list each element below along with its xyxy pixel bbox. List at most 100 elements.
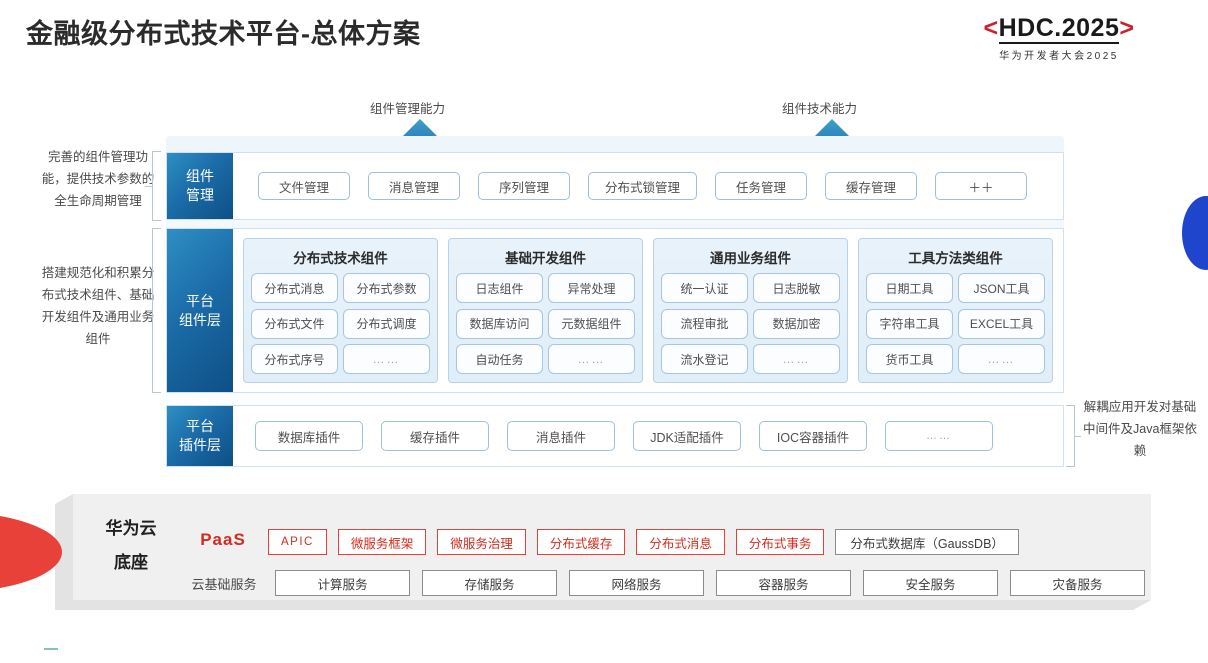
hdc-logo-main: <HDC.2025>: [924, 14, 1194, 44]
infra-item-network[interactable]: 网络服务: [569, 570, 704, 596]
infra-item-compute[interactable]: 计算服务: [275, 570, 410, 596]
chip-sequence-management[interactable]: 序列管理: [478, 172, 570, 200]
paas-item-distributed-database[interactable]: 分布式数据库（GaussDB）: [835, 529, 1019, 555]
group-grid-utility-methods: 日期工具 JSON工具 字符串工具 EXCEL工具 货币工具 ……: [866, 273, 1045, 375]
infra-item-container[interactable]: 容器服务: [716, 570, 851, 596]
layer-label-line1: 平台: [186, 292, 214, 309]
chip-distributed-schedule[interactable]: 分布式调度: [343, 308, 430, 339]
chip-add-more[interactable]: ＋＋: [935, 172, 1028, 200]
paas-item-distributed-transaction[interactable]: 分布式事务: [735, 529, 825, 555]
group-common-business: 通用业务组件 统一认证 日志脱敏 流程审批 数据加密 流水登记 ……: [653, 238, 848, 383]
brace-tick-left-mid: [145, 310, 152, 311]
note-left-mid: 搭建规范化和积累分布式技术组件、基础开发组件及通用业务组件: [41, 266, 155, 346]
layer-platform-component: 平台 组件层 分布式技术组件 分布式消息 分布式参数 分布式文件 分布式调度 分…: [166, 228, 1064, 393]
hdc-logo-subtitle: 华为开发者大会2025: [999, 51, 1119, 62]
cloud-base-title-line1: 华为云: [105, 519, 157, 538]
paas-item-apic[interactable]: APIC: [268, 529, 327, 555]
chip-database-access[interactable]: 数据库访问: [456, 308, 543, 339]
brace-tick-left-top: [145, 186, 152, 187]
chip-cache-management[interactable]: 缓存管理: [825, 172, 918, 200]
brace-left-mid: [152, 228, 161, 393]
chip-process-approval[interactable]: 流程审批: [661, 308, 748, 339]
chip-more-distributed-tech[interactable]: ……: [343, 344, 430, 375]
layer-label-component-management: 组件 管理: [167, 153, 233, 219]
brace-left-top: [152, 151, 161, 221]
group-title-basic-dev: 基础开发组件: [505, 251, 586, 266]
chip-unified-auth[interactable]: 统一认证: [661, 273, 748, 303]
chip-log-masking[interactable]: 日志脱敏: [753, 273, 840, 303]
chip-metadata-component[interactable]: 元数据组件: [548, 308, 635, 339]
chip-message-plugin[interactable]: 消息插件: [507, 421, 615, 451]
paas-item-microservice-framework[interactable]: 微服务框架: [337, 529, 427, 555]
paas-service-row: APIC 微服务框架 微服务治理 分布式缓存 分布式消息 分布式事务 分布式数据…: [268, 529, 1019, 555]
chip-exception-handling[interactable]: 异常处理: [548, 273, 635, 303]
layer-component-management: 组件 管理 文件管理 消息管理 序列管理 分布式锁管理 任务管理 缓存管理 ＋＋: [166, 152, 1064, 220]
brace-tick-right: [1074, 436, 1081, 437]
chip-date-util[interactable]: 日期工具: [866, 273, 953, 303]
chip-file-management[interactable]: 文件管理: [258, 172, 350, 200]
group-grid-distributed-tech: 分布式消息 分布式参数 分布式文件 分布式调度 分布式序号 ……: [251, 273, 430, 375]
layer-label-line2: 组件层: [179, 311, 221, 328]
chip-more-basic-dev[interactable]: ……: [548, 344, 635, 375]
hdc-logo: <HDC.2025> 华为开发者大会2025: [924, 14, 1194, 62]
arrow-label-component-management: 组件管理能力: [370, 102, 446, 116]
chip-jdk-adapter-plugin[interactable]: JDK适配插件: [633, 421, 741, 451]
chip-transaction-register[interactable]: 流水登记: [661, 344, 748, 375]
layer-label-line1: 平台: [186, 418, 214, 434]
layer-platform-plugin: 平台 插件层 数据库插件 缓存插件 消息插件 JDK适配插件 IOC容器插件 ……: [166, 405, 1064, 467]
page-title: 金融级分布式技术平台-总体方案: [26, 19, 421, 49]
infra-item-disaster-recovery[interactable]: 灾备服务: [1010, 570, 1145, 596]
chip-excel-util[interactable]: EXCEL工具: [958, 308, 1045, 339]
group-title-utility-methods: 工具方法类组件: [908, 251, 1003, 266]
chip-more-utility-methods[interactable]: ……: [958, 344, 1045, 375]
layer-label-platform-component: 平台 组件层: [167, 229, 233, 392]
paas-item-microservice-governance[interactable]: 微服务治理: [437, 529, 526, 555]
group-grid-basic-dev: 日志组件 异常处理 数据库访问 元数据组件 自动任务 ……: [456, 273, 635, 375]
chip-string-util[interactable]: 字符串工具: [866, 308, 953, 339]
group-basic-dev: 基础开发组件 日志组件 异常处理 数据库访问 元数据组件 自动任务 ……: [448, 238, 643, 383]
chip-distributed-lock-management[interactable]: 分布式锁管理: [588, 172, 698, 200]
arrow-label-component-technology: 组件技术能力: [782, 102, 858, 116]
group-title-distributed-tech: 分布式技术组件: [293, 251, 388, 266]
chip-more-common-business[interactable]: ……: [753, 344, 840, 375]
note-right: 解耦应用开发对基础中间件及Java框架依赖: [1083, 400, 1197, 458]
bracket-left-icon: <: [983, 14, 999, 42]
cloud-base-title: 华为云 底座: [88, 512, 174, 580]
paas-item-distributed-cache[interactable]: 分布式缓存: [536, 529, 626, 555]
layer-body-platform-component: 分布式技术组件 分布式消息 分布式参数 分布式文件 分布式调度 分布式序号 ………: [233, 229, 1063, 392]
chip-log-component[interactable]: 日志组件: [456, 273, 543, 303]
chip-data-encryption[interactable]: 数据加密: [753, 308, 840, 339]
chip-database-plugin[interactable]: 数据库插件: [255, 421, 363, 451]
chip-more-plugins[interactable]: ……: [885, 421, 993, 451]
chip-distributed-file[interactable]: 分布式文件: [251, 308, 338, 339]
chip-auto-task[interactable]: 自动任务: [456, 344, 543, 375]
chip-cache-plugin[interactable]: 缓存插件: [381, 421, 489, 451]
cloud-infra-label: 云基础服务: [191, 577, 257, 592]
hdc-logo-text: HDC.2025: [998, 14, 1120, 44]
layer-label-line2: 管理: [186, 187, 214, 203]
chip-currency-util[interactable]: 货币工具: [866, 344, 953, 375]
chip-distributed-sequence[interactable]: 分布式序号: [251, 344, 338, 375]
chip-distributed-message[interactable]: 分布式消息: [251, 273, 338, 303]
group-distributed-tech: 分布式技术组件 分布式消息 分布式参数 分布式文件 分布式调度 分布式序号 ……: [243, 238, 438, 383]
chip-message-management[interactable]: 消息管理: [368, 172, 460, 200]
infra-item-security[interactable]: 安全服务: [863, 570, 998, 596]
group-utility-methods: 工具方法类组件 日期工具 JSON工具 字符串工具 EXCEL工具 货币工具 ……: [858, 238, 1053, 383]
red-wedge-decoration: [0, 512, 62, 592]
chip-ioc-container-plugin[interactable]: IOC容器插件: [759, 421, 867, 451]
layer-label-line1: 组件: [186, 168, 214, 184]
layer-label-platform-plugin: 平台 插件层: [167, 406, 233, 466]
paas-item-distributed-message[interactable]: 分布式消息: [636, 529, 725, 555]
chip-json-util[interactable]: JSON工具: [958, 273, 1045, 303]
note-left-top: 完善的组件管理功能，提供技术参数的全生命周期管理: [41, 150, 155, 208]
group-title-common-business: 通用业务组件: [710, 251, 791, 266]
chip-task-management[interactable]: 任务管理: [715, 172, 808, 200]
chip-distributed-param[interactable]: 分布式参数: [343, 273, 430, 303]
cloud-base-title-line2: 底座: [114, 553, 148, 572]
cloud-infra-service-row: 计算服务 存储服务 网络服务 容器服务 安全服务 灾备服务: [275, 570, 1145, 596]
infra-item-storage[interactable]: 存储服务: [422, 570, 557, 596]
teal-tick-decoration: [44, 648, 58, 650]
blue-circle-decoration: [1182, 196, 1208, 270]
paas-label: PaaS: [200, 530, 246, 549]
